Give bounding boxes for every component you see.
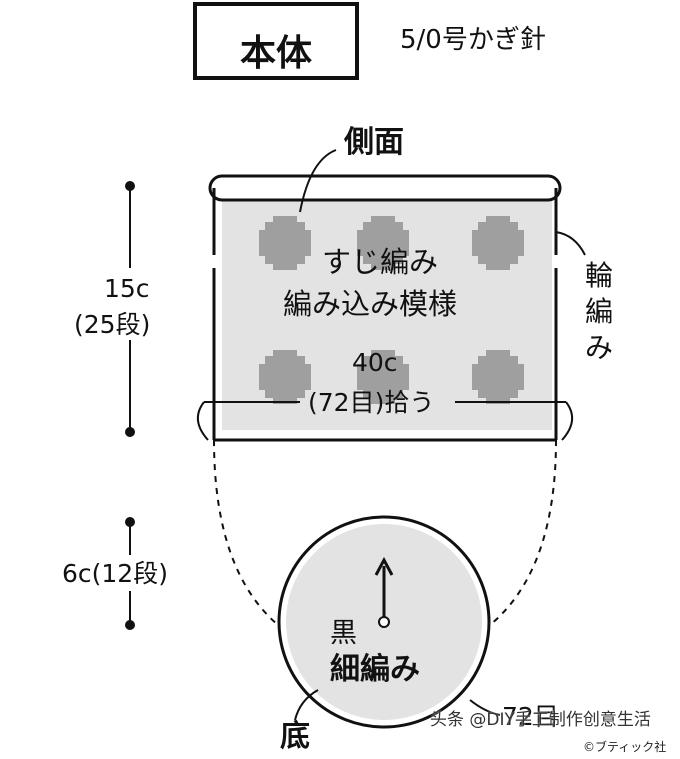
height-base-value: 6c(12段) bbox=[62, 559, 168, 588]
pattern-dot bbox=[259, 350, 311, 404]
width-value: 40c bbox=[352, 348, 398, 377]
pattern-label-line1: すじ編み bbox=[322, 245, 439, 279]
base-color-label: 黒 bbox=[330, 618, 357, 649]
height-dimension-main bbox=[100, 181, 160, 437]
height-main-value: 15c bbox=[104, 274, 150, 303]
pattern-dots bbox=[259, 216, 524, 404]
dashed-connector-left bbox=[213, 439, 279, 626]
pattern-dot bbox=[357, 216, 409, 270]
side-label: 側面 bbox=[344, 125, 404, 160]
base-stitch-count: 72目 bbox=[502, 702, 559, 731]
dashed-connector-right bbox=[489, 439, 557, 626]
count-leader bbox=[469, 699, 501, 716]
pattern-dot bbox=[472, 216, 524, 270]
side-leader-line bbox=[299, 149, 337, 213]
round-knit-char-1: 輪 bbox=[585, 259, 614, 292]
pattern-dot bbox=[259, 216, 311, 270]
watermark: 头条 @DIY手工制作创意生活 bbox=[430, 710, 651, 730]
bottom-leader bbox=[294, 689, 319, 721]
diagram-title: 本体 bbox=[239, 33, 312, 74]
hook-size-label: 5/0号かぎ針 bbox=[400, 25, 546, 55]
pick-up-label: (72目)拾う bbox=[308, 388, 435, 417]
height-dimension-base bbox=[58, 517, 198, 630]
pattern-label-line2: 編み込み模様 bbox=[283, 287, 458, 321]
height-main-rows: (25段) bbox=[74, 310, 151, 339]
title-box: 本体 bbox=[193, 2, 359, 80]
round-knit-leader bbox=[555, 231, 586, 256]
pattern-dot bbox=[357, 350, 409, 404]
body-panel bbox=[197, 174, 573, 442]
copyright: ©ブティック社 bbox=[583, 740, 667, 754]
base-stitch-label: 細編み bbox=[330, 652, 420, 687]
pattern-dot bbox=[472, 350, 524, 404]
top-rim bbox=[208, 174, 562, 202]
round-knit-char-3: み bbox=[585, 331, 614, 364]
bottom-label: 底 bbox=[280, 719, 310, 754]
base-circle bbox=[277, 515, 491, 729]
round-knit-char-2: 編 bbox=[585, 295, 614, 328]
